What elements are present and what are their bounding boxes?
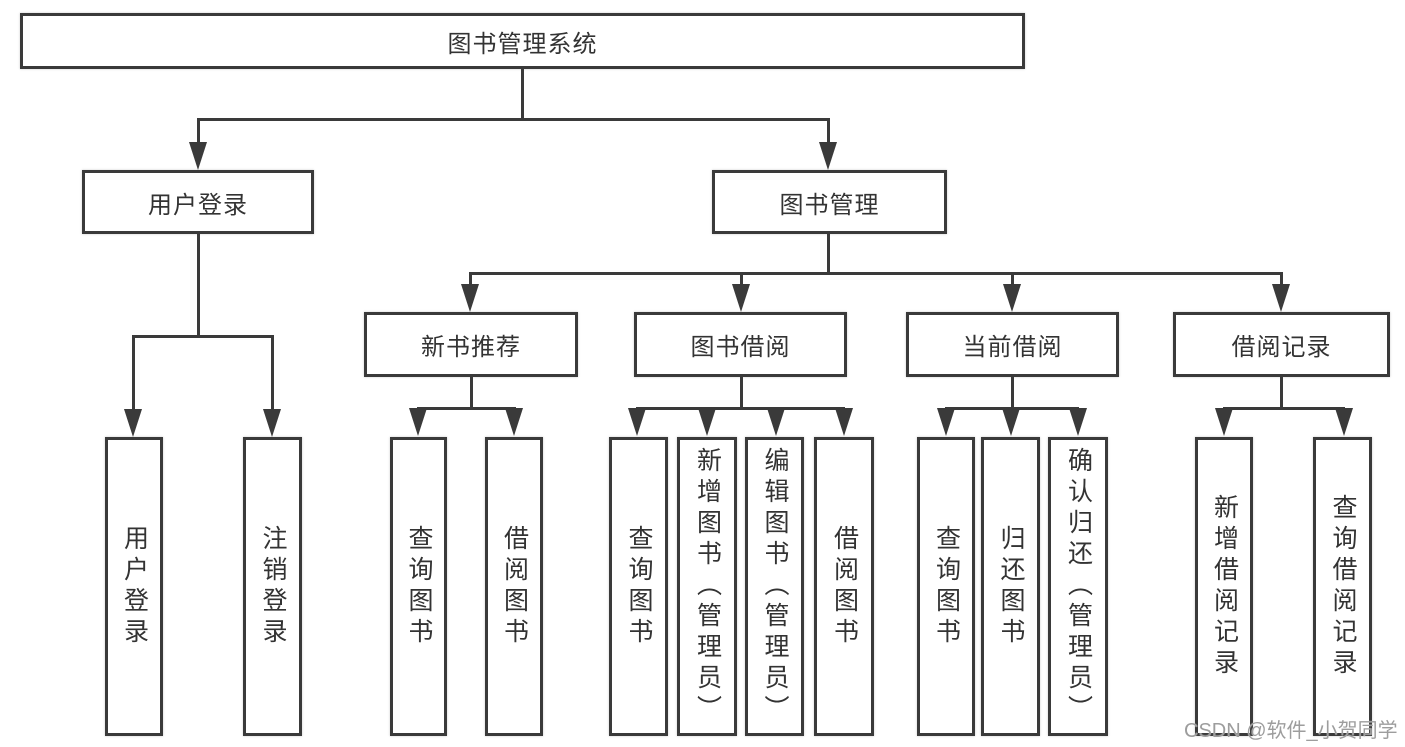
arrow-down-icon	[732, 284, 750, 312]
node-label: 归还图书	[997, 524, 1025, 649]
connector-level3-horizontal	[469, 272, 1283, 275]
arrow-down-icon	[409, 408, 427, 436]
node-label: 图书借阅	[690, 334, 791, 361]
node-book-management: 图书管理	[712, 170, 947, 234]
leaf-return-books: 归还图书	[981, 437, 1040, 736]
node-borrow-records: 借阅记录	[1173, 312, 1390, 377]
node-label: 查询图书	[625, 524, 653, 649]
node-label: 编辑图书（管理员）	[761, 447, 789, 726]
connector-user-login-stub	[197, 233, 200, 336]
leaf-borrow-books-recommend: 借阅图书	[485, 437, 543, 736]
connector-stem-borrow-records	[1280, 272, 1283, 288]
connector-user-login-horizontal	[132, 335, 274, 338]
arrow-down-icon	[505, 408, 523, 436]
node-new-book-recommend: 新书推荐	[364, 312, 578, 377]
connector-stem-current-borrow	[1011, 272, 1014, 288]
arrow-down-icon	[461, 284, 479, 312]
node-label: 用户登录	[120, 524, 149, 649]
leaf-logout-login: 注销登录	[243, 437, 302, 736]
connector-current-borrow-stub	[1011, 377, 1014, 408]
node-library-management-system: 图书管理系统	[20, 13, 1025, 69]
arrow-down-icon	[937, 408, 955, 436]
arrow-down-icon	[1002, 408, 1020, 436]
arrow-down-icon	[263, 409, 281, 437]
node-user-login: 用户登录	[82, 170, 314, 234]
arrow-down-icon	[1272, 284, 1290, 312]
leaf-query-books-recommend: 查询图书	[390, 437, 447, 736]
connector-new-book-stub	[470, 377, 473, 408]
arrow-down-icon	[1003, 284, 1021, 312]
node-label: 新增图书（管理员）	[693, 447, 722, 726]
arrow-down-icon	[628, 408, 646, 436]
node-label: 借阅图书	[500, 524, 529, 649]
arrow-down-icon	[819, 142, 837, 170]
arrow-down-icon	[189, 142, 207, 170]
node-label: 新书推荐	[421, 334, 521, 361]
node-book-borrow: 图书借阅	[634, 312, 847, 377]
arrow-down-icon	[124, 409, 142, 437]
leaf-user-login: 用户登录	[105, 437, 163, 736]
node-label: 查询图书	[932, 524, 961, 649]
arrow-down-icon	[1335, 408, 1353, 436]
node-label: 查询图书	[405, 524, 433, 649]
node-label: 用户登录	[148, 191, 248, 219]
node-label: 借阅记录	[1231, 334, 1332, 361]
leaf-confirm-return-admin: 确认归还（管理员）	[1048, 437, 1108, 736]
node-label: 借阅图书	[830, 524, 859, 649]
arrow-down-icon	[835, 408, 853, 436]
node-label: 图书管理系统	[447, 30, 598, 58]
leaf-borrow-books: 借阅图书	[814, 437, 874, 736]
connector-root-horizontal	[197, 118, 830, 121]
connector-new-book-horizontal	[417, 407, 516, 410]
leaf-add-borrow-record: 新增借阅记录	[1195, 437, 1253, 736]
connector-borrow-records-horizontal	[1223, 407, 1345, 410]
node-label: 当前借阅	[962, 334, 1063, 361]
node-label: 查询借阅记录	[1329, 493, 1357, 680]
leaf-add-books-admin: 新增图书（管理员）	[677, 437, 737, 736]
connector-stem-leaf	[132, 335, 135, 411]
watermark: CSDN @软件_小贺同学	[1184, 720, 1398, 742]
connector-book-management-stub	[827, 233, 830, 274]
node-label: 图书管理	[779, 191, 880, 219]
leaf-query-books-current: 查询图书	[917, 437, 975, 736]
node-label: 确认归还（管理员）	[1064, 447, 1093, 726]
connector-borrow-records-stub	[1280, 377, 1283, 408]
connector-book-borrow-stub	[740, 377, 743, 408]
arrow-down-icon	[1215, 408, 1233, 436]
node-label: 新增借阅记录	[1210, 493, 1239, 680]
arrow-down-icon	[1069, 408, 1087, 436]
connector-stem-user-login	[197, 118, 200, 146]
connector-stem-leaf	[271, 335, 274, 411]
node-current-borrow: 当前借阅	[906, 312, 1119, 377]
connector-root-stub	[521, 68, 524, 118]
leaf-query-books-borrow: 查询图书	[609, 437, 668, 736]
leaf-edit-books-admin: 编辑图书（管理员）	[745, 437, 804, 736]
connector-stem-new-book	[469, 272, 472, 288]
connector-stem-book-management	[827, 118, 830, 146]
arrow-down-icon	[767, 408, 785, 436]
leaf-query-borrow-record: 查询借阅记录	[1313, 437, 1372, 736]
connector-book-borrow-horizontal	[636, 407, 845, 410]
arrow-down-icon	[698, 408, 716, 436]
connector-stem-book-borrow	[740, 272, 743, 288]
node-label: 注销登录	[259, 524, 287, 649]
